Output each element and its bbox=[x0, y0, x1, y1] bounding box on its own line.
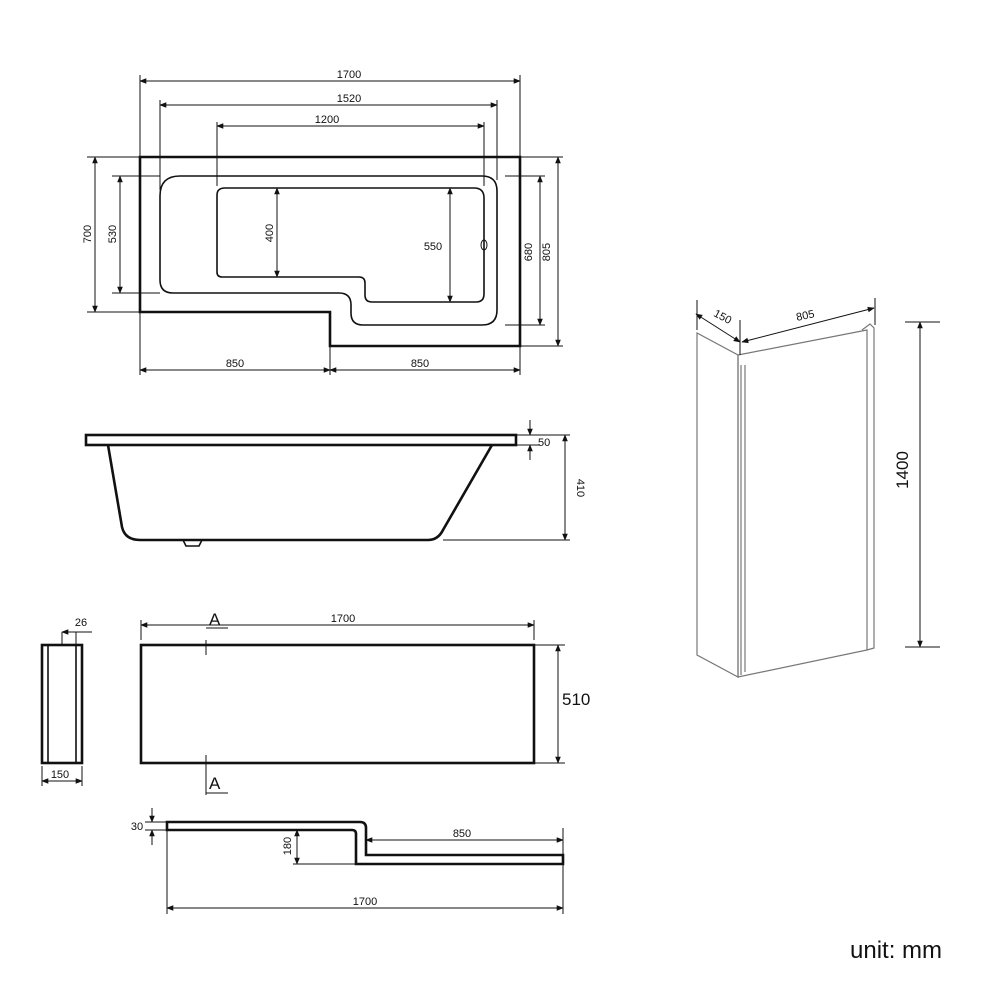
bath-inner-basin bbox=[159, 175, 498, 326]
dim-inner-width-wide: 550 bbox=[424, 241, 442, 253]
bath-inner-floor bbox=[216, 187, 485, 303]
dim-right-half: 850 bbox=[411, 358, 429, 370]
bath-outline bbox=[138, 155, 522, 348]
screen-main-panel bbox=[737, 329, 868, 678]
dim-screen-return: 150 bbox=[711, 308, 733, 327]
dim-overall-width: 700 bbox=[82, 225, 94, 243]
dim-height: 410 bbox=[574, 479, 586, 497]
end-panel: 26 150 bbox=[40, 617, 92, 786]
dim-section-return: 850 bbox=[453, 828, 471, 840]
section-mark-bottom: A bbox=[209, 774, 221, 793]
dim-inner-length: 1520 bbox=[337, 93, 361, 105]
dim-wide-end-length: 1200 bbox=[315, 114, 339, 126]
bath-screen: 150 805 1400 bbox=[695, 298, 940, 679]
dim-overall-width-wide: 805 bbox=[541, 243, 553, 261]
top-view: 1700 1520 1200 700 530 400 550 680 805 8… bbox=[82, 69, 563, 375]
unit-label: unit: mm bbox=[850, 937, 942, 964]
dim-step-depth: 400 bbox=[264, 224, 276, 242]
dim-end-width: 150 bbox=[51, 769, 69, 781]
dim-front-height: 510 bbox=[562, 690, 590, 709]
drain-marker bbox=[480, 239, 488, 251]
dim-front-length: 1700 bbox=[331, 613, 355, 625]
front-panel-body bbox=[139, 643, 536, 765]
dim-section-thickness: 30 bbox=[131, 821, 143, 833]
front-panel: 1700 510 A A bbox=[139, 610, 590, 795]
dim-end-thickness: 26 bbox=[75, 617, 87, 629]
section-mark-top: A bbox=[209, 610, 221, 629]
bath-rim bbox=[84, 433, 518, 447]
dim-overall-length: 1700 bbox=[337, 69, 361, 81]
bath-body bbox=[106, 444, 494, 542]
dim-left-half: 850 bbox=[226, 358, 244, 370]
section-profile bbox=[165, 820, 565, 866]
dim-narrow-inner-width: 530 bbox=[107, 225, 119, 243]
dim-wide-end-inner: 680 bbox=[523, 243, 535, 261]
dim-rim: 50 bbox=[538, 437, 550, 449]
dim-section-step: 180 bbox=[282, 837, 294, 855]
dim-section-overall: 1700 bbox=[353, 896, 377, 908]
screen-return-panel bbox=[696, 331, 739, 679]
dim-screen-width: 805 bbox=[795, 308, 815, 324]
dim-screen-height: 1400 bbox=[893, 451, 912, 489]
bath-waste bbox=[182, 539, 203, 547]
side-view: 50 410 bbox=[84, 420, 586, 547]
panel-section: 30 180 850 1700 bbox=[131, 808, 565, 914]
